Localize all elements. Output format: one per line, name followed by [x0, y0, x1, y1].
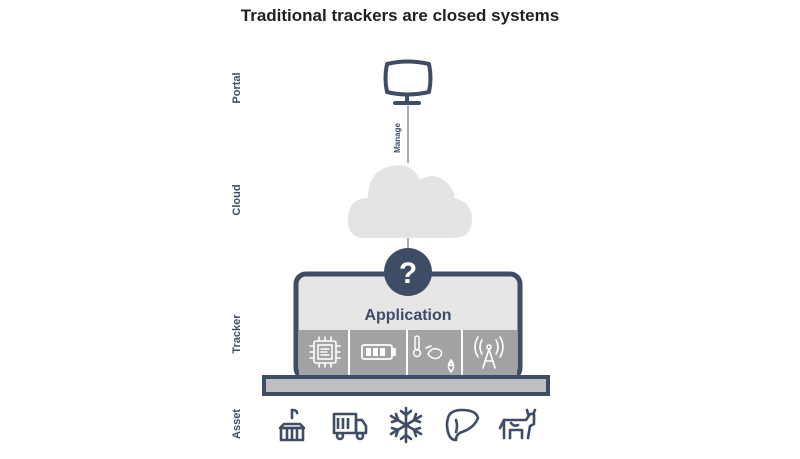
row-label-portal: Portal — [231, 72, 243, 103]
tracker-base — [262, 375, 550, 396]
container-icon — [278, 408, 306, 442]
chip-icon — [309, 336, 341, 368]
monitor-icon — [383, 59, 433, 105]
cow-icon — [498, 408, 537, 440]
snowflake-icon — [389, 406, 423, 444]
diagram-title: Traditional trackers are closed systems — [240, 6, 560, 25]
application-label: Application — [364, 307, 451, 324]
row-label-cloud: Cloud — [231, 184, 243, 215]
truck-icon — [332, 412, 368, 441]
row-label-asset: Asset — [231, 409, 243, 439]
battery-icon — [361, 344, 396, 360]
row-label-tracker: Tracker — [231, 314, 243, 354]
sensors-icon — [412, 335, 455, 374]
cloud-shape — [347, 165, 472, 238]
question-circle — [384, 248, 432, 296]
antenna-icon — [474, 336, 504, 369]
liver-icon — [445, 408, 480, 442]
connector-label-manage: Manage — [393, 123, 402, 153]
question-mark: ? — [399, 257, 417, 290]
